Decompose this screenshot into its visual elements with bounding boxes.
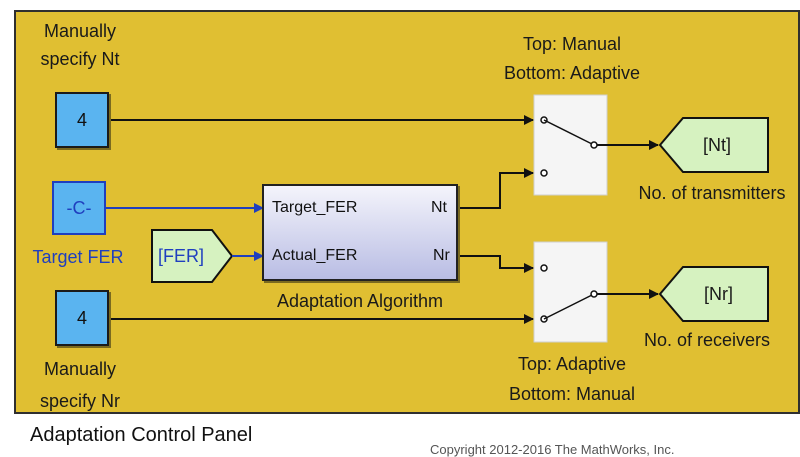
panel-title: Adaptation Control Panel <box>30 424 253 446</box>
goto-nr-tag: [Nr] <box>704 284 733 304</box>
target-fer-label: Target FER <box>32 247 124 267</box>
copyright-text: Copyright 2012-2016 The MathWorks, Inc. <box>430 442 675 457</box>
goto-nt-shape[interactable] <box>658 117 769 173</box>
switch-bottom-contacts <box>540 264 598 323</box>
constant-nr-label-1: Manually <box>43 359 117 379</box>
constant-nt-value: 4 <box>76 109 87 130</box>
switch-top-label-2: Bottom: Adaptive <box>503 63 641 83</box>
constant-target-fer-block[interactable]: -C- <box>52 181 106 235</box>
line-algo-nr-to-switch[interactable] <box>458 255 534 273</box>
goto-nt-tag: [Nt] <box>703 135 732 155</box>
port-actual-fer: Actual_FER <box>272 247 358 264</box>
adaptation-algorithm-label: Adaptation Algorithm <box>276 291 444 311</box>
goto-nt-label: No. of transmitters <box>638 183 786 203</box>
switch-bottom-label-1: Top: Adaptive <box>517 354 627 374</box>
constant-nt-block[interactable]: 4 <box>55 92 109 148</box>
port-target-fer: Target_FER <box>272 199 358 216</box>
switch-top-label-1: Top: Manual <box>522 34 622 54</box>
from-fer-shape[interactable] <box>151 229 234 283</box>
adaptation-algorithm-block[interactable] <box>262 184 458 281</box>
constant-nr-value: 4 <box>76 307 87 328</box>
switch-bottom-label-2: Bottom: Manual <box>508 384 636 404</box>
constant-target-fer-value: -C- <box>66 197 92 218</box>
goto-nr-label: No. of receivers <box>643 330 771 350</box>
goto-nr-shape[interactable] <box>658 266 769 322</box>
port-nr: Nr <box>433 247 450 264</box>
port-nt: Nt <box>431 199 447 216</box>
line-algo-nt-to-switch[interactable] <box>458 168 534 209</box>
constant-nr-label-2: specify Nr <box>39 391 121 411</box>
constant-nt-label-1: Manually <box>43 21 117 41</box>
from-fer-label: [FER] <box>158 246 205 266</box>
constant-nr-block[interactable]: 4 <box>55 290 109 346</box>
constant-nt-label-2: specify Nt <box>40 49 120 69</box>
switch-top-contacts <box>540 116 598 177</box>
